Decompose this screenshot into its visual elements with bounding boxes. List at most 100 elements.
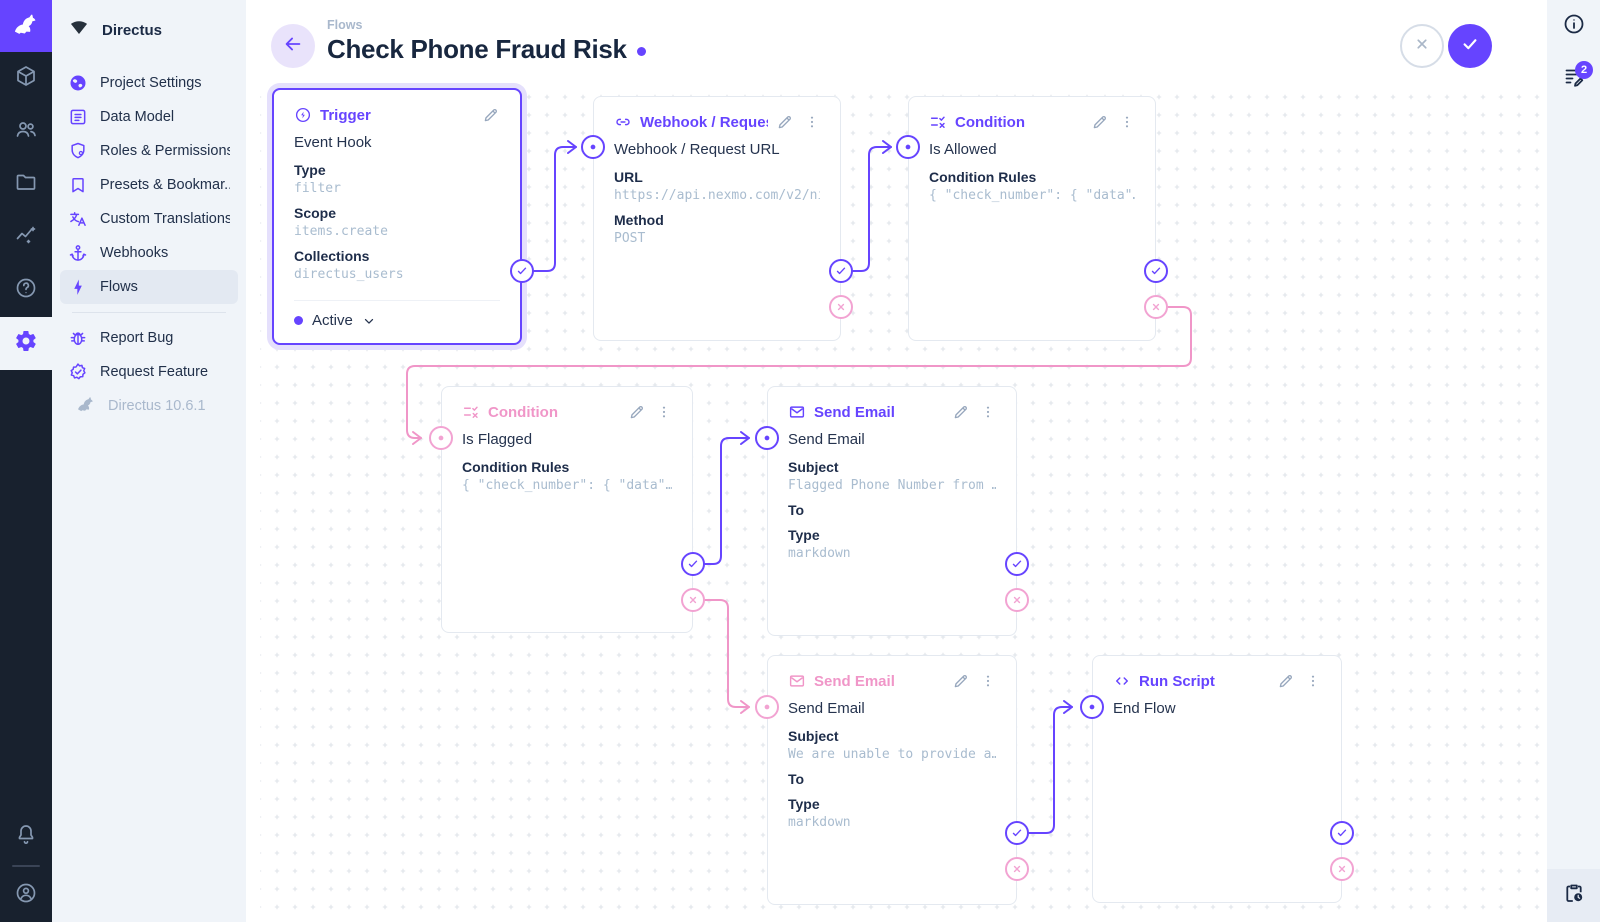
discard-button[interactable]	[1400, 24, 1444, 68]
sidebar-item-flows[interactable]: Flows	[60, 270, 238, 304]
project-header[interactable]: Directus	[52, 0, 246, 60]
field-label: Method	[614, 212, 664, 228]
port-input-webhook[interactable]	[581, 135, 605, 159]
port-resolve-email-unable[interactable]	[1005, 821, 1029, 845]
port-input-email-unable[interactable]	[755, 695, 779, 719]
save-button[interactable]	[1448, 24, 1492, 68]
kebab-menu-icon[interactable]	[1119, 114, 1135, 130]
status-dot	[294, 316, 303, 325]
kebab-menu-icon[interactable]	[980, 673, 996, 689]
port-reject-webhook[interactable]	[829, 295, 853, 319]
port-reject-email-unable[interactable]	[1005, 857, 1029, 881]
field-label: URL	[614, 169, 643, 185]
module-help[interactable]	[0, 264, 52, 317]
sidebar-item-roles-permissions[interactable]: Roles & Permissions	[60, 134, 238, 168]
panel-condition-allowed[interactable]: Condition Is Allowed Condition Rules{ "c…	[908, 96, 1156, 341]
link-icon	[614, 113, 632, 131]
field-label: Type	[788, 796, 820, 812]
notices-badge: 2	[1575, 61, 1593, 79]
rabbit-icon-small	[76, 394, 96, 419]
port-reject-condition-allowed[interactable]	[1144, 295, 1168, 319]
sidebar-item-custom-translations[interactable]: Custom Translations	[60, 202, 238, 236]
connection-flagged-email	[704, 431, 750, 565]
port-resolve-run-script[interactable]	[1330, 821, 1354, 845]
module-bar-divider	[12, 865, 40, 867]
port-input-condition-allowed[interactable]	[896, 135, 920, 159]
panel-condition-flagged[interactable]: Condition Is Flagged Condition Rules{ "c…	[441, 386, 693, 633]
kebab-menu-icon[interactable]	[656, 404, 672, 420]
notices-button[interactable]: 2	[1547, 53, 1600, 106]
bell-icon	[14, 822, 38, 851]
module-settings[interactable]	[0, 317, 52, 370]
kebab-menu-icon[interactable]	[980, 404, 996, 420]
flow-canvas[interactable]: Flows Check Phone Fraud Risk Trigger Eve…	[246, 0, 1547, 922]
panel-run-script[interactable]: Run Script End Flow	[1092, 655, 1342, 903]
module-bar	[0, 0, 52, 922]
info-icon	[1562, 12, 1586, 41]
field-label: Scope	[294, 205, 337, 221]
account-button[interactable]	[0, 869, 52, 922]
folder-icon	[14, 170, 38, 199]
rabbit-icon	[12, 10, 40, 43]
kebab-menu-icon[interactable]	[804, 114, 820, 130]
panel-title: Condition	[955, 113, 1025, 131]
panel-title: Condition	[488, 403, 558, 421]
edit-icon[interactable]	[952, 403, 970, 421]
port-input-condition-flagged[interactable]	[429, 426, 453, 450]
edit-icon[interactable]	[628, 403, 646, 421]
port-reject-email-flagged[interactable]	[1005, 588, 1029, 612]
port-resolve-trigger[interactable]	[510, 259, 534, 283]
back-button[interactable]	[271, 24, 315, 68]
edit-icon[interactable]	[776, 113, 794, 131]
panel-title: Webhook / Request URL	[640, 113, 768, 131]
edit-icon[interactable]	[1091, 113, 1109, 131]
bookmark-icon	[68, 175, 88, 195]
field-value: markdown	[788, 815, 851, 830]
sidebar-item-data-model[interactable]: Data Model	[60, 100, 238, 134]
sidebar-item-project-settings[interactable]: Project Settings	[60, 66, 238, 100]
edit-icon[interactable]	[482, 106, 500, 124]
revisions-button[interactable]	[1547, 869, 1600, 922]
edit-icon[interactable]	[1277, 672, 1295, 690]
sidebar-item-report-bug[interactable]: Report Bug	[60, 321, 238, 355]
box-icon	[14, 64, 38, 93]
operation-name: Webhook / Request URL	[614, 141, 780, 158]
kebab-menu-icon[interactable]	[1305, 673, 1321, 689]
sidebar-item-webhooks[interactable]: Webhooks	[60, 236, 238, 270]
directus-logo[interactable]	[0, 0, 52, 52]
port-resolve-webhook[interactable]	[829, 259, 853, 283]
condition-rule-icon	[462, 403, 480, 421]
port-resolve-condition-allowed[interactable]	[1144, 259, 1168, 283]
mail-icon	[788, 403, 806, 421]
sidebar-item-label: Custom Translations	[100, 211, 230, 227]
version-label: Directus 10.6.1	[108, 398, 206, 414]
operation-name: Send Email	[788, 700, 865, 717]
port-resolve-condition-flagged[interactable]	[681, 552, 705, 576]
connection-webhook-condition	[852, 140, 892, 272]
module-files[interactable]	[0, 158, 52, 211]
port-input-email-flagged[interactable]	[755, 426, 779, 450]
sidebar-item-label: Roles & Permissions	[100, 143, 230, 159]
module-insights[interactable]	[0, 211, 52, 264]
module-users[interactable]	[0, 105, 52, 158]
port-reject-condition-flagged[interactable]	[681, 588, 705, 612]
sidebar-item-label: Data Model	[100, 109, 175, 125]
panel-webhook[interactable]: Webhook / Request URL Webhook / Request …	[593, 96, 841, 341]
sidebar-item-label: Project Settings	[100, 75, 202, 91]
notifications-button[interactable]	[0, 810, 52, 863]
flow-status-toggle[interactable]: Active	[294, 300, 500, 329]
sidebar-item-label: Report Bug	[100, 330, 174, 346]
trigger-type-label: Event Hook	[294, 134, 372, 151]
sidebar-item-request-feature[interactable]: Request Feature	[60, 355, 238, 389]
edit-icon[interactable]	[952, 672, 970, 690]
port-input-run-script[interactable]	[1080, 695, 1104, 719]
gear-icon	[14, 329, 38, 358]
info-button[interactable]	[1547, 0, 1600, 53]
port-resolve-email-flagged[interactable]	[1005, 552, 1029, 576]
sidebar-item-presets-bookmarks[interactable]: Presets & Bookmar...	[60, 168, 238, 202]
module-content[interactable]	[0, 52, 52, 105]
port-reject-run-script[interactable]	[1330, 857, 1354, 881]
